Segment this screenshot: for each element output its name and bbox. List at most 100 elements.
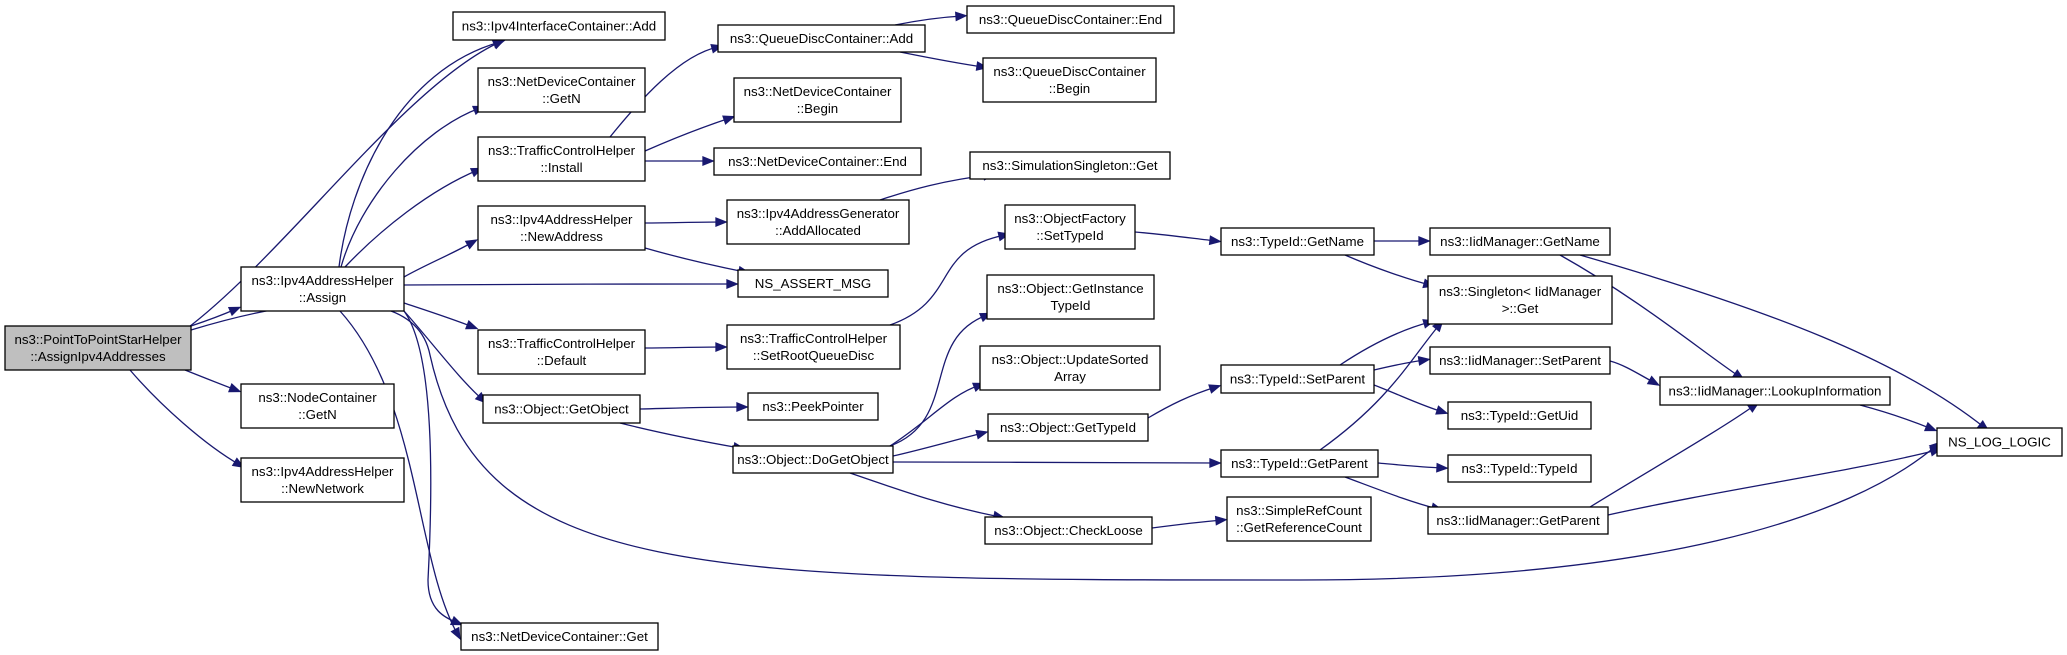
node-label: ns3::IidManager::SetParent xyxy=(1439,353,1601,368)
node-label: ns3::Object::CheckLoose xyxy=(994,523,1143,538)
node-label: ::GetN xyxy=(542,91,580,106)
node-ndc-getn[interactable]: ns3::NetDeviceContainer::GetN xyxy=(477,67,646,113)
arrowhead-icon xyxy=(228,383,242,393)
node-box xyxy=(460,622,659,651)
node-nc-getn[interactable]: ns3::NodeContainer::GetN xyxy=(240,383,395,429)
node-box xyxy=(984,516,1153,545)
arrowhead-icon xyxy=(1209,458,1222,468)
node-ndc-end[interactable]: ns3::NetDeviceContainer::End xyxy=(713,147,922,176)
node-typeid-getname[interactable]: ns3::TypeId::GetName xyxy=(1220,227,1375,256)
node-ns-log-logic[interactable]: NS_LOG_LOGIC xyxy=(1936,427,2063,457)
edge-iidm_getparent-to-ns_log_logic xyxy=(1607,446,1943,516)
node-iag-addallocated[interactable]: ns3::Ipv4AddressGenerator::AddAllocated xyxy=(726,199,910,245)
node-label: ::Default xyxy=(537,353,587,368)
node-label: ::GetN xyxy=(298,407,336,422)
node-ndc-get[interactable]: ns3::NetDeviceContainer::Get xyxy=(460,622,659,651)
node-iah-newaddress[interactable]: ns3::Ipv4AddressHelper::NewAddress xyxy=(477,205,646,251)
edge-obj_dogetobject-to-obj_getinstancetypeid xyxy=(889,312,993,447)
edge-iah_assign-to-ndc_get xyxy=(403,310,464,626)
node-label: ns3::ObjectFactory xyxy=(1014,211,1126,226)
node-tch-setrootqueuedisc[interactable]: ns3::TrafficControlHelper::SetRootQueueD… xyxy=(726,324,901,370)
node-obj-dogetobject[interactable]: ns3::Object::DoGetObject xyxy=(732,445,894,474)
node-qdc-add[interactable]: ns3::QueueDiscContainer::Add xyxy=(717,24,926,53)
node-typeid-setparent[interactable]: ns3::TypeId::SetParent xyxy=(1220,364,1375,394)
node-simsingleton-get[interactable]: ns3::SimulationSingleton::Get xyxy=(969,151,1171,180)
node-label: ns3::Ipv4AddressHelper xyxy=(252,464,394,479)
node-box xyxy=(986,274,1155,320)
node-box xyxy=(4,325,192,371)
arrowhead-icon xyxy=(1208,384,1222,394)
arrowhead-icon xyxy=(1417,356,1431,366)
node-box xyxy=(240,457,405,503)
node-singleton-get[interactable]: ns3::Singleton< IidManager >::Get xyxy=(1427,275,1613,325)
node-label: ns3::NetDeviceContainer::Get xyxy=(471,629,648,644)
edge-tch_install-to-ndc_end xyxy=(645,156,715,166)
node-typeid-typeid[interactable]: ns3::TypeId::TypeId xyxy=(1447,454,1592,483)
node-iah-assign[interactable]: ns3::Ipv4AddressHelper::Assign xyxy=(240,266,405,312)
node-box xyxy=(979,345,1161,391)
node-box xyxy=(969,151,1171,180)
edge-iah_newaddress-to-iag_addallocated xyxy=(644,217,728,227)
node-box xyxy=(1220,449,1379,478)
node-box xyxy=(1220,227,1375,256)
arrowhead-icon xyxy=(1646,375,1661,386)
node-label: ::AddAllocated xyxy=(775,223,861,238)
node-label: ns3::IidManager::GetParent xyxy=(1436,513,1600,528)
node-label: ns3::TypeId::TypeId xyxy=(1461,461,1577,476)
node-src-getreferencecount[interactable]: ns3::SimpleRefCount::GetReferenceCount xyxy=(1226,496,1372,542)
edge-iah_assign-to-ns_assert_msg xyxy=(403,279,739,289)
arrowhead-icon xyxy=(715,217,728,227)
edge-iidm_getparent-to-iidm_lookupinformation xyxy=(1589,401,1760,508)
node-root[interactable]: ns3::PointToPointStarHelper::AssignIpv4A… xyxy=(4,325,192,371)
node-iidm-lookupinformation[interactable]: ns3::IidManager::LookupInformation xyxy=(1659,376,1891,406)
node-qdc-end[interactable]: ns3::QueueDiscContainer::End xyxy=(966,5,1175,34)
node-obj-checkloose[interactable]: ns3::Object::CheckLoose xyxy=(984,516,1153,545)
node-label: ns3::IidManager::GetName xyxy=(1440,234,1600,249)
node-typeid-getparent[interactable]: ns3::TypeId::GetParent xyxy=(1220,449,1379,478)
node-iidm-getparent[interactable]: ns3::IidManager::GetParent xyxy=(1427,506,1609,535)
node-iah-newnetwork[interactable]: ns3::Ipv4AddressHelper::NewNetwork xyxy=(240,457,405,503)
node-label: ns3::SimpleRefCount xyxy=(1236,503,1362,518)
node-box xyxy=(966,5,1175,34)
node-of-settypeid[interactable]: ns3::ObjectFactory::SetTypeId xyxy=(1004,204,1136,250)
arrowhead-icon xyxy=(975,429,989,440)
node-label: ns3::Object::GetTypeId xyxy=(1000,420,1136,435)
node-label: ::Assign xyxy=(299,290,346,305)
node-qdc-begin[interactable]: ns3::QueueDiscContainer::Begin xyxy=(982,57,1157,103)
edge-iah_assign-to-tch_default xyxy=(403,302,479,330)
node-box xyxy=(1936,427,2063,457)
node-tch-install[interactable]: ns3::TrafficControlHelper::Install xyxy=(477,136,646,182)
edge-iah_assign-to-tch_install xyxy=(344,167,484,268)
edge-obj_dogetobject-to-obj_gettypeid xyxy=(892,429,989,457)
node-iidm-setparent[interactable]: ns3::IidManager::SetParent xyxy=(1429,346,1611,375)
node-box xyxy=(747,392,879,421)
arrowhead-icon xyxy=(736,402,749,412)
node-ndc-begin[interactable]: ns3::NetDeviceContainer::Begin xyxy=(733,77,902,123)
arrowhead-icon xyxy=(702,156,715,166)
arrowhead-icon xyxy=(722,115,736,125)
node-ns-assert-msg[interactable]: NS_ASSERT_MSG xyxy=(737,269,889,298)
node-iidm-getname[interactable]: ns3::IidManager::GetName xyxy=(1429,227,1611,256)
node-box xyxy=(452,11,666,41)
node-label: ns3::NetDeviceContainer xyxy=(488,74,636,89)
node-obj-gettypeid[interactable]: ns3::Object::GetTypeId xyxy=(987,413,1149,442)
arrowhead-icon xyxy=(1208,235,1222,246)
node-box xyxy=(1220,364,1375,394)
node-tch-default[interactable]: ns3::TrafficControlHelper::Default xyxy=(477,329,646,375)
node-typeid-getuid[interactable]: ns3::TypeId::GetUid xyxy=(1447,401,1592,430)
node-label: ::NewNetwork xyxy=(281,481,364,496)
node-label: ns3::IidManager::LookupInformation xyxy=(1669,384,1882,399)
node-label: ::Install xyxy=(540,160,582,175)
arrowhead-icon xyxy=(1214,515,1228,526)
arrowhead-icon xyxy=(955,11,968,22)
node-peekpointer[interactable]: ns3::PeekPointer xyxy=(747,392,879,421)
node-obj-getobject[interactable]: ns3::Object::GetObject xyxy=(482,394,641,424)
node-box xyxy=(1447,401,1592,430)
node-label: ns3::Singleton< IidManager xyxy=(1439,284,1602,299)
edge-iah_newaddress-to-ns_assert_msg xyxy=(644,247,751,276)
arrowhead-icon xyxy=(227,306,242,317)
node-ipv4ifc-add[interactable]: ns3::Ipv4InterfaceContainer::Add xyxy=(452,11,666,41)
edge-root-to-iah_assign xyxy=(190,306,242,327)
